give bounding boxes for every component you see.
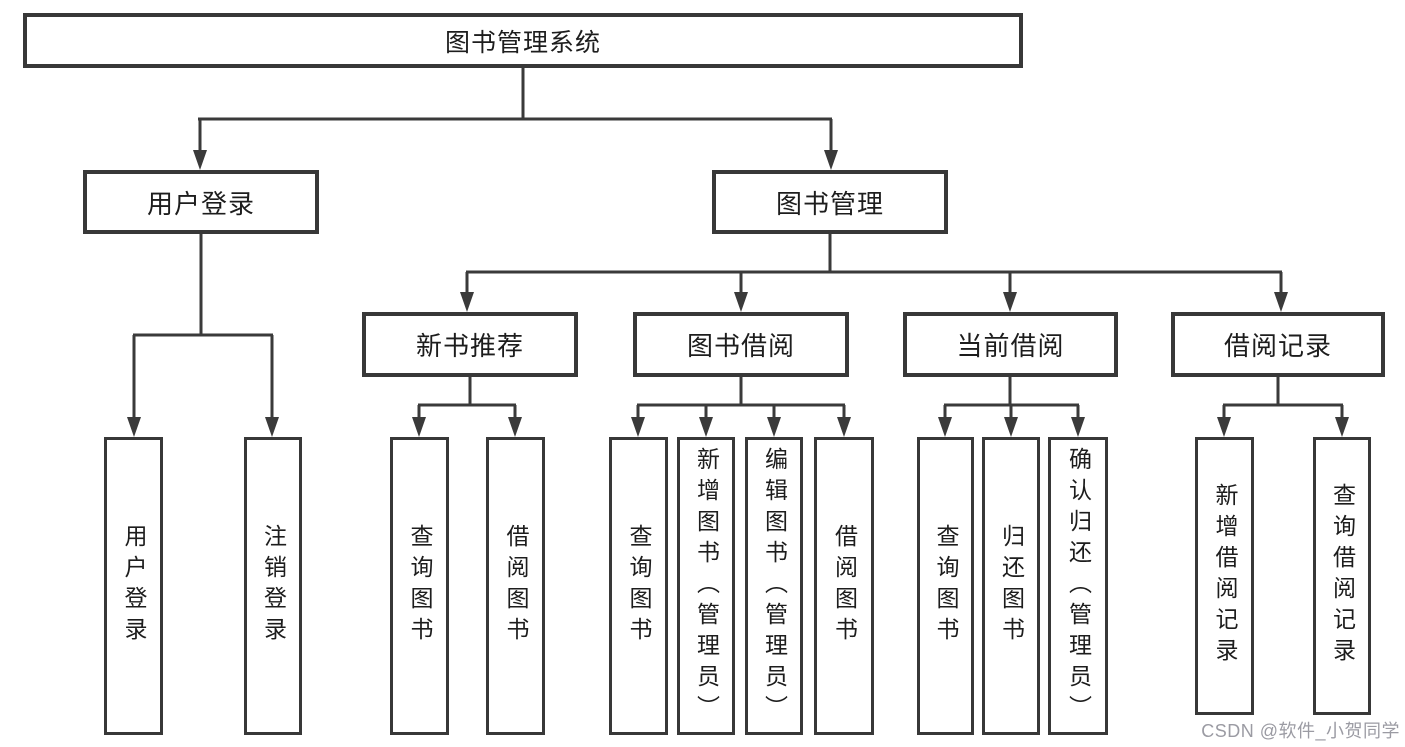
node-borrowing-records: 借阅记录 <box>1171 312 1385 377</box>
tree-edges <box>132 67 1344 418</box>
arrowheads <box>127 150 1349 437</box>
node-leaf-add-borrow-record: 新增借阅记录 <box>1195 437 1254 715</box>
watermark: CSDN @软件_小贺同学 <box>1201 721 1400 741</box>
node-leaf-query-books-current: 查询图书 <box>917 437 974 735</box>
node-leaf-return-books: 归还图书 <box>982 437 1040 735</box>
node-leaf-query-books-borrowing: 查询图书 <box>609 437 668 735</box>
node-new-book-recommendation: 新书推荐 <box>362 312 578 377</box>
node-leaf-confirm-return-admin: 确认归还（管理员） <box>1048 437 1108 735</box>
node-leaf-logout: 注销登录 <box>244 437 302 735</box>
node-leaf-borrow-books: 借阅图书 <box>814 437 874 735</box>
node-leaf-user-login: 用户登录 <box>104 437 163 735</box>
node-root: 图书管理系统 <box>23 13 1023 68</box>
node-leaf-query-borrow-record: 查询借阅记录 <box>1313 437 1371 715</box>
node-current-borrowing: 当前借阅 <box>903 312 1118 377</box>
node-user-login: 用户登录 <box>83 170 319 234</box>
node-leaf-borrow-books-recommend: 借阅图书 <box>486 437 545 735</box>
node-book-management: 图书管理 <box>712 170 948 234</box>
node-leaf-add-books-admin: 新增图书（管理员） <box>677 437 735 735</box>
node-leaf-edit-books-admin: 编辑图书（管理员） <box>745 437 803 735</box>
node-leaf-query-books-recommend: 查询图书 <box>390 437 449 735</box>
node-book-borrowing: 图书借阅 <box>633 312 849 377</box>
